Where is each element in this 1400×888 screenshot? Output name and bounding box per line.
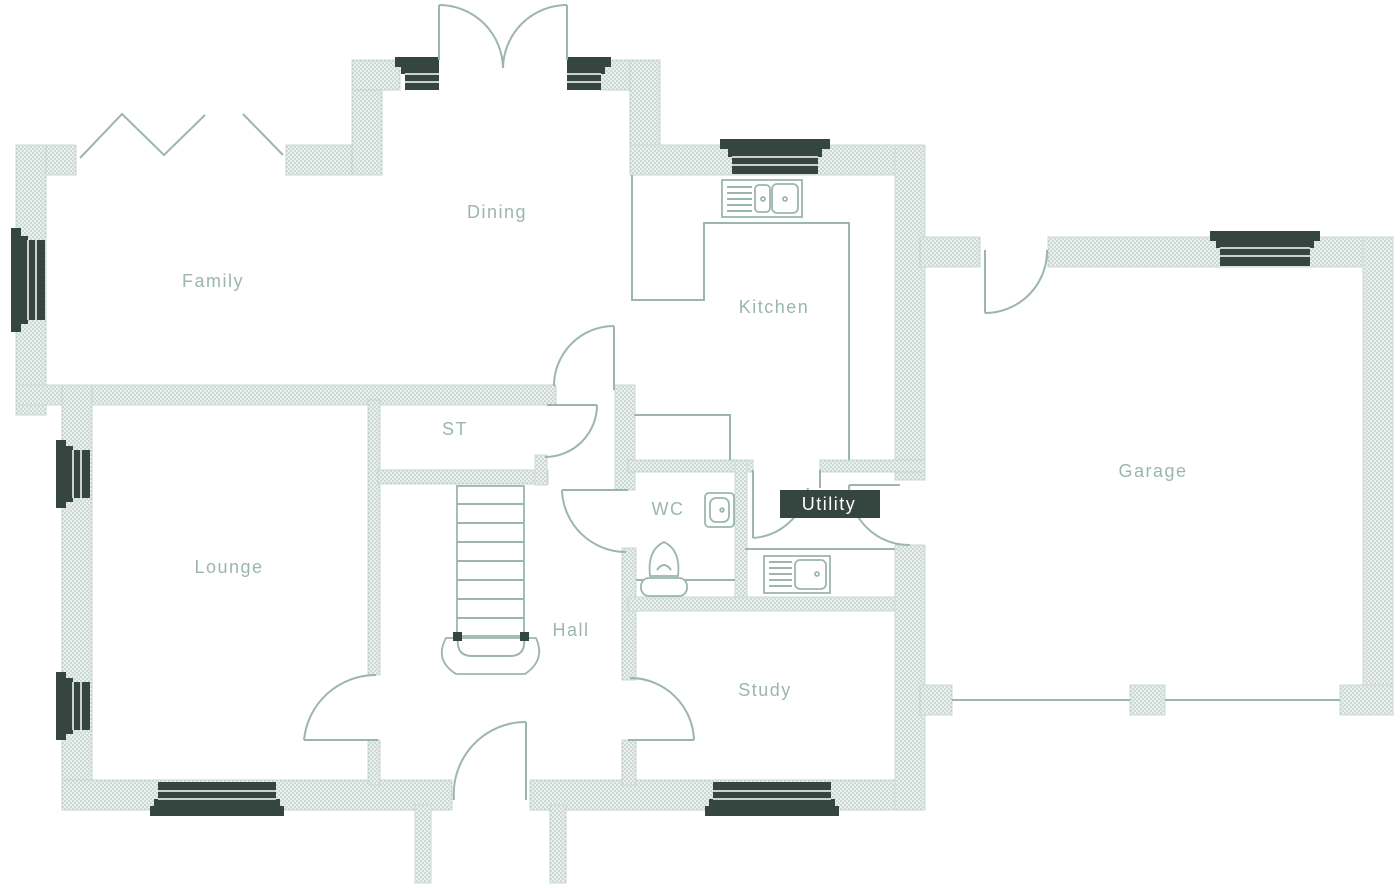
room-label-kitchen: Kitchen bbox=[739, 297, 810, 317]
windows bbox=[11, 57, 1320, 816]
room-label-lounge: Lounge bbox=[194, 557, 263, 577]
utility-tag-background bbox=[780, 490, 880, 518]
door-swing-icon bbox=[984, 249, 1049, 314]
wall-st-bottom bbox=[377, 469, 549, 485]
window-icon bbox=[567, 57, 611, 90]
window-icon bbox=[56, 440, 90, 508]
door-swing-icon bbox=[452, 720, 527, 801]
kitchen-counter bbox=[631, 175, 850, 460]
wall-garage-bottom-mid bbox=[1129, 684, 1166, 716]
room-label-st: ST bbox=[442, 419, 468, 439]
door-swing-icon bbox=[553, 325, 615, 390]
bifold-door-left bbox=[79, 112, 206, 159]
wall-wc-top bbox=[627, 459, 754, 473]
door-swing-icon bbox=[303, 673, 378, 741]
wall-garage-bottom-left bbox=[919, 684, 953, 716]
window-icon bbox=[1210, 231, 1320, 266]
window-icon bbox=[150, 782, 284, 816]
room-label-hall: Hall bbox=[552, 620, 589, 640]
room-label-utility: Utility bbox=[802, 494, 857, 514]
wall-dining-top-left bbox=[351, 59, 401, 91]
wall-porch-left bbox=[414, 804, 432, 884]
wall-garage-right bbox=[1362, 236, 1394, 716]
room-label-study: Study bbox=[738, 680, 792, 700]
room-label-garage: Garage bbox=[1118, 461, 1187, 481]
wall-utility-top-right bbox=[819, 459, 926, 473]
window-icon bbox=[705, 782, 839, 816]
door-swing-icon bbox=[628, 677, 695, 741]
room-labels: Family Dining Kitchen ST WC Utility Gara… bbox=[182, 202, 1187, 700]
interior-lines bbox=[79, 4, 1340, 801]
wall-lounge-hall bbox=[367, 399, 381, 676]
window-icon bbox=[11, 228, 45, 332]
room-label-wc: WC bbox=[652, 499, 685, 519]
window-icon bbox=[395, 57, 439, 90]
staircase-icon bbox=[440, 485, 541, 675]
wall-lounge-hall-bottom bbox=[367, 739, 381, 786]
wall-kitchen-right bbox=[894, 144, 926, 481]
wc-cupboard bbox=[634, 414, 731, 460]
utility-tag: Utility bbox=[780, 490, 880, 518]
wall-hall-right-top bbox=[614, 384, 636, 491]
sink-icon bbox=[763, 555, 831, 594]
toilet-icon bbox=[640, 541, 688, 597]
wall-utility-right bbox=[894, 544, 926, 811]
window-icon bbox=[720, 139, 830, 174]
bifold-door-right bbox=[242, 113, 284, 156]
door-swing-icon bbox=[544, 404, 598, 458]
wall-hall-right-mid bbox=[621, 547, 637, 681]
wall-wc-right bbox=[734, 459, 748, 606]
room-label-dining: Dining bbox=[467, 202, 527, 222]
door-swing-icon bbox=[561, 489, 628, 553]
wall-study-top bbox=[627, 596, 926, 612]
wall-hall-right-bottom bbox=[621, 739, 637, 786]
basin-icon bbox=[704, 492, 735, 528]
wall-garage-top-left bbox=[919, 236, 981, 268]
wall-st-right-short bbox=[534, 454, 548, 486]
wall-garage-bottom-right bbox=[1339, 684, 1394, 716]
wall-family-lounge-divider bbox=[15, 384, 557, 406]
window-icon bbox=[56, 672, 90, 740]
room-label-family: Family bbox=[182, 271, 244, 291]
sink-icon bbox=[721, 179, 803, 218]
door-swing-icon bbox=[438, 4, 568, 69]
wall-porch-right bbox=[549, 804, 567, 884]
